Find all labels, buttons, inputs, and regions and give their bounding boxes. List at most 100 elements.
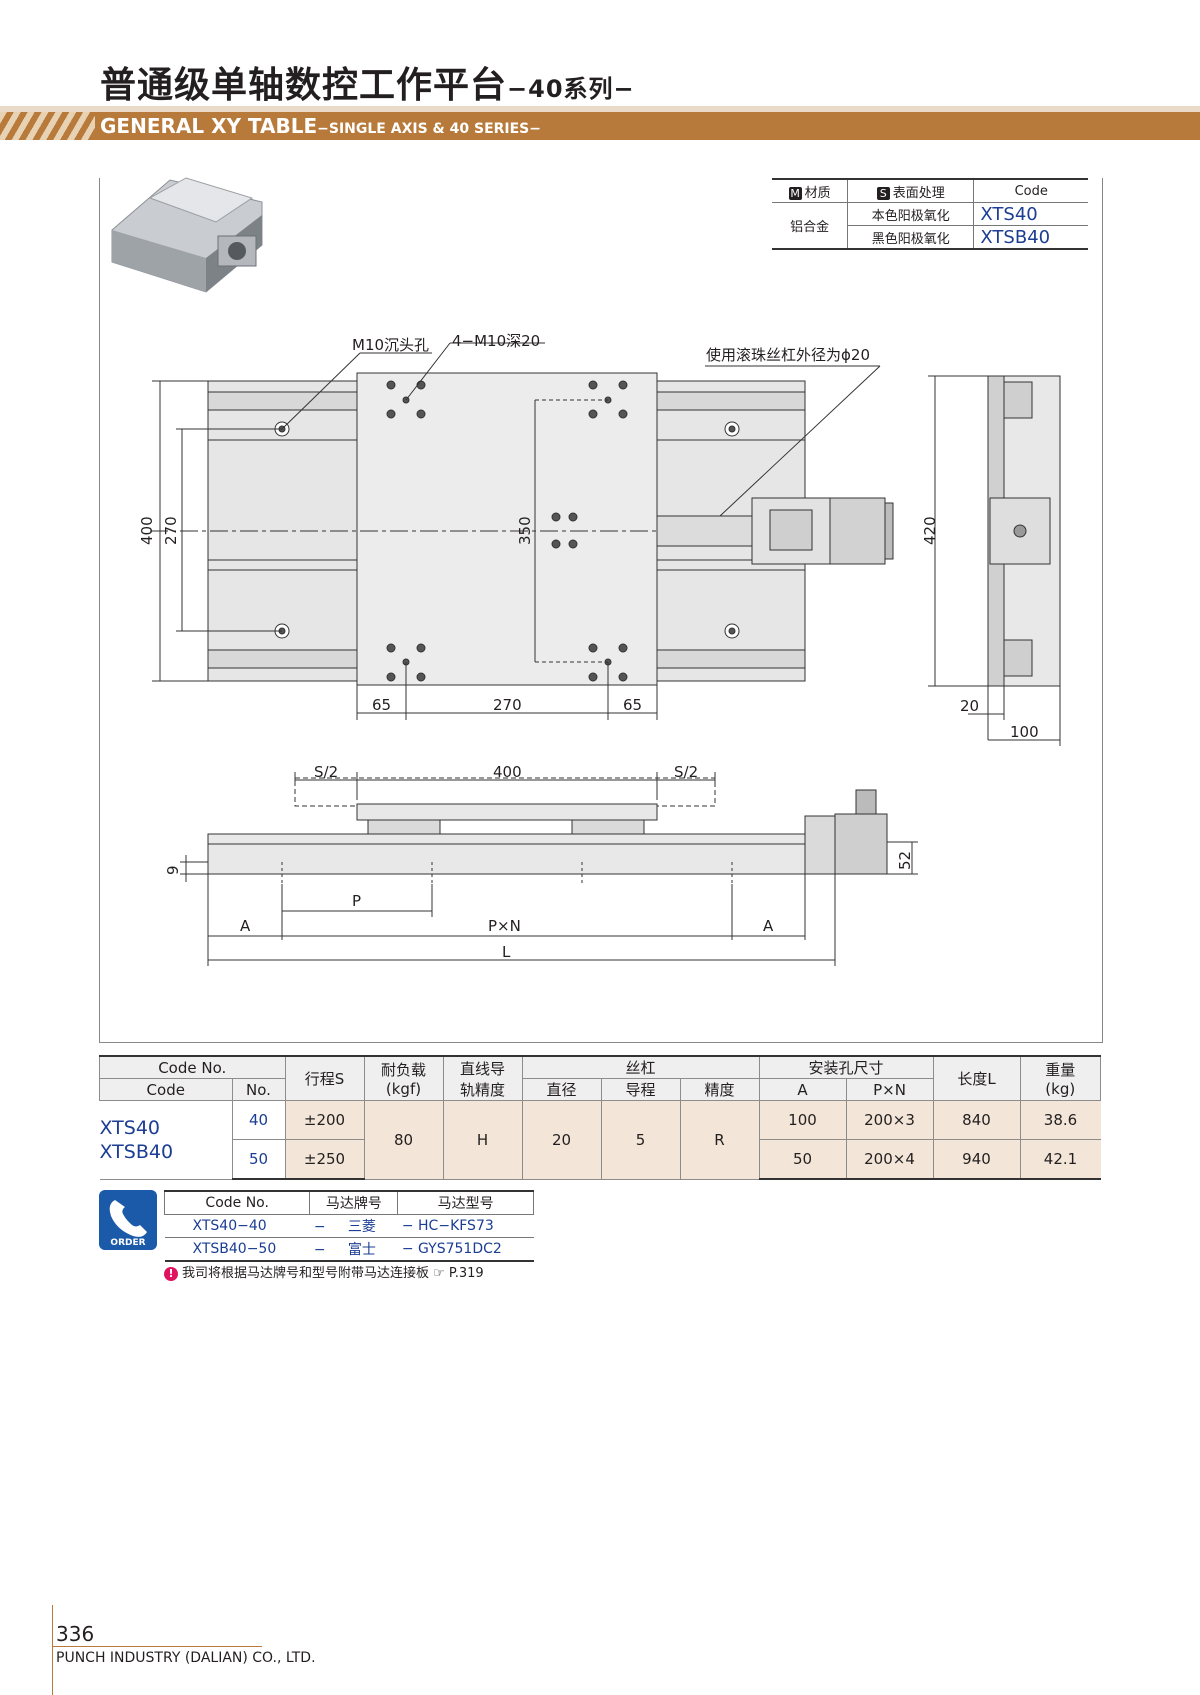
spec-code: XTS40 — [973, 202, 1088, 226]
order-brand-cell: − 三菱 — [309, 1214, 398, 1238]
code-subheader: Code — [99, 1078, 233, 1101]
weight-header: 重量(kg) — [1019, 1055, 1101, 1101]
length-cell: 840 — [932, 1100, 1021, 1140]
dim-270-vertical: 270 — [162, 516, 180, 545]
motor-model-header: 马达型号 — [397, 1190, 534, 1215]
table-row: XTS40−40 − 三菱 − HC−KFS73 — [164, 1214, 534, 1238]
order-icon: ORDER — [99, 1190, 157, 1250]
screw-dia-cell: 20 — [521, 1100, 602, 1180]
thread-label: 4−M10深20 — [452, 332, 540, 350]
order-note: !我司将根据马达牌号和型号附带马达连接板 ☞ P.319 — [164, 1262, 484, 1281]
surface-value: 本色阳极氧化 — [847, 202, 974, 226]
dim-65-right: 65 — [623, 696, 642, 714]
company-name: PUNCH INDUSTRY (DALIAN) CO., LTD. — [56, 1650, 316, 1666]
material-tag: M — [788, 186, 802, 200]
dim-l: L — [502, 943, 511, 961]
drawing-frame — [99, 178, 1103, 1043]
phone-icon: ORDER — [109, 1200, 147, 1248]
material-value: 铝合金 — [772, 202, 848, 250]
no-cell: 50 — [231, 1139, 286, 1180]
no-cell: 40 — [231, 1100, 286, 1140]
dimension-spec-table: Code No. 行程S 耐负载(kgf) 直线导轨精度 丝杠 安装孔尺寸 长度… — [99, 1055, 1101, 1180]
order-model-cell: − HC−KFS73 — [397, 1214, 534, 1238]
screw-header: 丝杠 — [521, 1055, 760, 1079]
weight-cell: 38.6 — [1019, 1100, 1101, 1140]
table-row: XTSB40−50 − 富士 − GYS751DC2 — [164, 1237, 534, 1262]
mount-pxn-cell: 200×4 — [845, 1139, 934, 1180]
surface-tag: S — [876, 186, 890, 200]
side-view — [928, 375, 1061, 746]
mount-a-cell: 100 — [758, 1100, 847, 1140]
title-series: −40系列− — [507, 75, 635, 103]
dim-400-vertical: 400 — [138, 516, 156, 545]
screw-dia-header: 直径 — [521, 1078, 602, 1101]
dim-350: 350 — [516, 516, 534, 545]
dim-9: 9 — [164, 865, 182, 875]
dim-270-horizontal: 270 — [493, 696, 522, 714]
code-no-header: Code No. — [99, 1055, 286, 1079]
product-photo — [111, 177, 263, 293]
motor-order-table: Code No. 马达牌号 马达型号 XTS40−40 − 三菱 − HC−KF… — [163, 1190, 534, 1262]
load-header: 耐负载(kgf) — [363, 1055, 444, 1101]
technical-drawing: M10沉头孔 4−M10深20 使用滚珠丝杠外径为ϕ20 400 270 350… — [111, 177, 1061, 966]
counterbore-label: M10沉头孔 — [352, 336, 429, 354]
screw-lead-cell: 5 — [600, 1100, 681, 1180]
english-title: GENERAL XY TABLE−SINGLE AXIS & 40 SERIES… — [100, 114, 541, 141]
rail-cell: H — [442, 1100, 523, 1180]
dim-s2-right: S/2 — [674, 763, 698, 781]
stroke-cell: ±200 — [284, 1100, 365, 1140]
weight-cell: 42.1 — [1019, 1139, 1101, 1180]
motor-brand-header: 马达牌号 — [309, 1190, 399, 1215]
dim-20: 20 — [960, 697, 979, 715]
dim-a-right: A — [763, 917, 774, 935]
order-brand-cell: − 富士 — [309, 1237, 398, 1262]
order-model-cell: − GYS751DC2 — [397, 1237, 534, 1262]
spec-code: XTSB40 — [973, 225, 1088, 250]
order-code: XTS40−40 — [164, 1214, 310, 1238]
rail-header: 直线导轨精度 — [442, 1055, 523, 1101]
dim-420: 420 — [921, 516, 939, 545]
title-cn: 普通级单轴数控工作平台 — [100, 65, 508, 106]
dim-100: 100 — [1010, 723, 1039, 741]
screw-precision-cell: R — [679, 1100, 760, 1180]
dim-400-horizontal: 400 — [493, 763, 522, 781]
length-cell: 940 — [932, 1139, 1021, 1180]
order-label: ORDER — [110, 1238, 145, 1248]
mount-pxn-cell: 200×3 — [845, 1100, 934, 1140]
mount-header: 安装孔尺寸 — [758, 1055, 934, 1079]
front-view — [180, 772, 918, 966]
mount-pxn-header: P×N — [845, 1078, 934, 1101]
no-subheader: No. — [231, 1078, 286, 1101]
dim-a-left: A — [240, 917, 251, 935]
screw-precision-header: 精度 — [679, 1078, 760, 1101]
ballscrew-label: 使用滚珠丝杠外径为ϕ20 — [706, 346, 870, 364]
dim-s2-left: S/2 — [314, 763, 338, 781]
order-code: XTSB40−50 — [164, 1237, 310, 1262]
dim-p: P — [352, 892, 361, 910]
header-stripes — [0, 112, 95, 140]
mount-a-cell: 50 — [758, 1139, 847, 1180]
header-band — [0, 112, 1200, 140]
title-en-sub: −SINGLE AXIS & 40 SERIES− — [317, 121, 541, 137]
load-cell: 80 — [363, 1100, 444, 1180]
stroke-header: 行程S — [284, 1055, 365, 1101]
stroke-cell: ±250 — [284, 1139, 365, 1180]
footer-line-horizontal — [52, 1646, 262, 1647]
footer-line-vertical — [52, 1605, 53, 1695]
top-view — [150, 342, 894, 720]
dim-65-left: 65 — [372, 696, 391, 714]
alert-icon: ! — [164, 1267, 178, 1281]
order-code-header: Code No. — [163, 1190, 311, 1215]
title-en: GENERAL XY TABLE — [100, 114, 318, 138]
page-title: 普通级单轴数控工作平台−40系列− — [100, 56, 635, 108]
dim-52: 52 — [896, 851, 914, 870]
screw-lead-header: 导程 — [600, 1078, 681, 1101]
surface-value: 黑色阳极氧化 — [847, 225, 974, 250]
header-band-top — [0, 106, 1200, 112]
length-header: 长度L — [932, 1055, 1021, 1101]
